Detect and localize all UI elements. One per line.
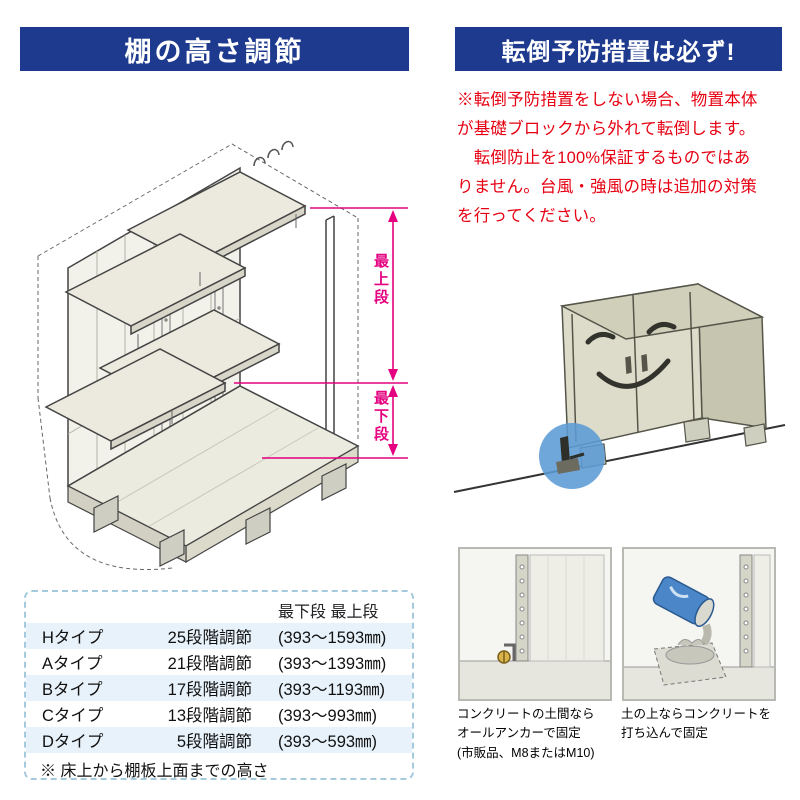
range-cell: (393〜1193㎜) xyxy=(278,681,386,699)
steps-cell: 21段階調節 xyxy=(167,655,252,673)
range-cell: (393〜1393㎜) xyxy=(278,655,387,673)
table-row: Aタイプ 21段階調節 (393〜1393㎜) xyxy=(26,649,412,675)
shelf-adjustment-table: 最下段 最上段 Hタイプ 25段階調節 (393〜1593㎜) Aタイプ 21段… xyxy=(24,590,414,780)
hook-icons xyxy=(253,140,294,167)
type-cell: Hタイプ xyxy=(42,629,104,647)
table-row: Bタイプ 17段階調節 (393〜1193㎜) xyxy=(26,675,412,701)
dimension-label-top-shelf: 最上段 xyxy=(372,253,389,307)
type-cell: Bタイプ xyxy=(42,681,103,699)
concrete-anchor-illustration xyxy=(460,549,610,699)
steps-cell: 25段階調節 xyxy=(167,629,252,647)
table-row: Hタイプ 25段階調節 (393〜1593㎜) xyxy=(26,623,412,649)
anchor-icon xyxy=(556,436,585,474)
type-cell: Dタイプ xyxy=(42,733,104,751)
right-section-title: 転倒予防措置は必ず! xyxy=(455,27,782,71)
concrete-anchor-caption: コンクリートの土間なら オールアンカーで固定 (市販品、M8またはM10) xyxy=(457,707,595,760)
table-rows: Hタイプ 25段階調節 (393〜1593㎜) Aタイプ 21段階調節 (393… xyxy=(26,623,412,753)
left-section-title-text: 棚の高さ調節 xyxy=(124,36,305,67)
range-cell: (393〜993㎜) xyxy=(278,707,378,725)
dimension-label-bottom-shelf: 最下段 xyxy=(372,390,389,444)
type-cell: Cタイプ xyxy=(42,707,104,725)
warning-text: ※転倒予防措置をしない場合、物置本体 が基礎ブロックから外れて転倒します。 転倒… xyxy=(457,91,758,225)
shelf-height-diagram xyxy=(37,140,408,571)
concrete-bag-icon xyxy=(652,576,715,627)
soil-anchor-illustration xyxy=(624,549,774,699)
type-cell: Aタイプ xyxy=(42,655,103,673)
shed-anchoring-illustration xyxy=(453,282,786,493)
steps-cell: 17段階調節 xyxy=(167,681,252,699)
concrete-anchor-detail xyxy=(458,547,612,701)
range-cell: (393〜1593㎜) xyxy=(278,629,387,647)
range-cell: (393〜593㎜) xyxy=(278,733,378,751)
left-section-title: 棚の高さ調節 xyxy=(20,27,409,71)
steps-cell: 5段階調節 xyxy=(176,733,252,751)
soil-anchor-detail xyxy=(622,547,776,701)
right-section-title-text: 転倒予防措置は必ず! xyxy=(501,38,736,66)
table-column-header: 最下段 最上段 xyxy=(278,604,379,621)
table-note: ※ 床上から棚板上面までの高さ xyxy=(40,763,269,780)
table-row: Dタイプ 5段階調節 (393〜593㎜) xyxy=(26,727,412,753)
smiley-face-icon xyxy=(585,321,677,389)
soil-anchor-caption: 土の上ならコンクリートを 打ち込んで固定 xyxy=(621,707,772,741)
steps-cell: 13段階調節 xyxy=(167,707,252,725)
table-row: Cタイプ 13段階調節 (393〜993㎜) xyxy=(26,701,412,727)
